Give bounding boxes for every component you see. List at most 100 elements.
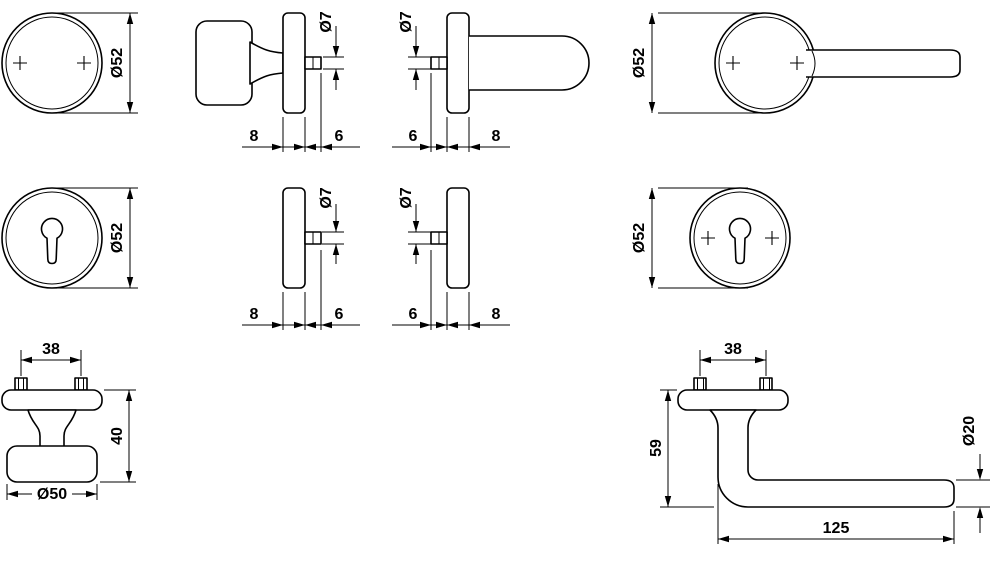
- lever-rose-plate: [677, 389, 789, 411]
- dim-lever-screw-spacing: 38: [699, 341, 767, 376]
- dim-label-rose-thickness: 8: [492, 128, 501, 145]
- cylinder-keyhole: [40, 217, 64, 265]
- rose-inner-circle: [5, 16, 99, 110]
- knob-neck: [249, 41, 284, 85]
- dim-lines: [100, 389, 136, 483]
- dim-label-lever-length: 125: [823, 520, 850, 537]
- dim-arrows: [420, 321, 480, 329]
- dim-arrows: [420, 143, 480, 151]
- dim-lever-spindle-diameter: Ø7: [398, 11, 431, 90]
- dim-label-knob-height: 40: [109, 427, 126, 445]
- dim-label-spindle-dia: Ø7: [318, 11, 335, 32]
- screw-thread-lines: [697, 378, 704, 390]
- view-knob-elevation: 38 40 Ø50: [1, 341, 136, 503]
- lever-neck-transition: [811, 50, 816, 77]
- dim-arrows: [976, 469, 984, 518]
- dim-label-grip-diameter: Ø20: [961, 416, 978, 446]
- rose-outer-circle: [1, 12, 103, 114]
- screw-body: [759, 377, 773, 391]
- dim-rose-b-chain: 6 8: [392, 250, 510, 330]
- dim-lines: [717, 484, 955, 544]
- dim-label-spindle-proj: 6: [409, 306, 418, 323]
- view-lever-side: Ø7 6 8: [392, 11, 590, 152]
- dim-knob-height: 40: [100, 389, 136, 483]
- dim-knob-base-diameter: Ø50: [6, 484, 98, 503]
- dim-label-screw-spacing: 38: [42, 341, 60, 358]
- dim-lines: [956, 454, 990, 533]
- dim-lines: [56, 187, 138, 289]
- dim-label-spindle-dia: Ø7: [398, 11, 415, 32]
- dim-arrows: [126, 13, 134, 113]
- screw-thread-lines: [18, 378, 24, 390]
- screw-center-marks: [701, 231, 779, 245]
- dim-arrows: [332, 46, 340, 80]
- dim-label-escutcheon-diameter: Ø52: [109, 223, 126, 253]
- dim-label-spindle-proj: 6: [409, 128, 418, 145]
- screw-thread-lines: [78, 378, 84, 390]
- screw-center-marks: [726, 56, 804, 70]
- lever-grip-side: [469, 35, 590, 91]
- dim-lines: [392, 73, 510, 152]
- dim-lever-height: 59: [648, 389, 714, 508]
- view-escutcheon-b: Ø52: [631, 187, 791, 289]
- dim-label-base-diameter: Ø50: [37, 486, 67, 503]
- dim-lines: [651, 12, 770, 114]
- dim-arrows: [272, 143, 332, 151]
- dim-lines: [408, 26, 431, 90]
- screw-body: [74, 377, 88, 391]
- fixing-screw-left: [14, 377, 28, 391]
- lever-grip-front: [806, 49, 961, 78]
- dim-rose-front-diameter: Ø52: [56, 12, 138, 114]
- dim-arrows: [126, 188, 134, 288]
- dim-lines: [660, 389, 714, 508]
- fixing-screw-left: [693, 377, 707, 391]
- lever-handle-profile: [709, 409, 955, 508]
- dim-arrows: [7, 490, 97, 498]
- screw-thread-lines: [763, 378, 770, 390]
- dim-knob-screw-spacing: 38: [20, 341, 82, 376]
- screw-body: [14, 377, 28, 391]
- dim-label-rose-thickness: 8: [250, 306, 259, 323]
- dim-lever-rose-chain: 6 8: [392, 73, 510, 152]
- dim-rose-a-spindle-diameter: Ø7: [318, 187, 344, 264]
- dim-label-escutcheon-diameter: Ø52: [631, 223, 648, 253]
- dim-lever-length: 125: [717, 484, 955, 544]
- view-escutcheon-a: Ø52: [1, 187, 138, 289]
- view-lever-elevation: 38 59 Ø20 125: [648, 341, 990, 544]
- dim-lines: [408, 204, 431, 264]
- knob-base-disc: [6, 445, 98, 483]
- rose-side-profile: [446, 187, 470, 289]
- dim-label-spindle-dia: Ø7: [398, 187, 415, 208]
- view-rose-side-b: Ø7 6 8: [392, 187, 510, 330]
- dim-label-rose-diameter: Ø52: [109, 48, 126, 78]
- knob-rose-side: [282, 12, 306, 114]
- knob-head: [195, 20, 253, 106]
- fixing-screw-right: [759, 377, 773, 391]
- screw-center-marks: [13, 56, 91, 70]
- dim-lever-grip-diameter: Ø20: [956, 416, 990, 533]
- knob-neck-profile: [27, 409, 77, 448]
- dim-label-rose-thickness: 8: [492, 306, 501, 323]
- dim-arrows: [648, 188, 656, 288]
- dim-knob-rose-chain: 8 6: [242, 73, 360, 152]
- dim-lines: [6, 484, 98, 500]
- dim-lines: [56, 12, 138, 114]
- dim-label-spindle-proj: 6: [335, 128, 344, 145]
- dim-arrows: [412, 46, 420, 80]
- dim-lines: [242, 73, 360, 152]
- dim-arrows: [272, 321, 332, 329]
- dim-arrows: [412, 221, 420, 255]
- dim-arrows: [125, 390, 133, 482]
- dim-knob-spindle-diameter: Ø7: [318, 11, 344, 90]
- view-lever-front: Ø52: [631, 12, 961, 114]
- escutcheon-inner-circle: [693, 191, 787, 285]
- dim-arrows: [648, 13, 656, 113]
- view-rose-side-a: Ø7 8 6: [242, 187, 360, 330]
- dim-label-screw-spacing: 38: [724, 341, 742, 358]
- fixing-screw-right: [74, 377, 88, 391]
- escutcheon-inner-circle: [5, 191, 99, 285]
- view-rose-front: Ø52: [1, 12, 138, 114]
- dim-arrows: [332, 221, 340, 255]
